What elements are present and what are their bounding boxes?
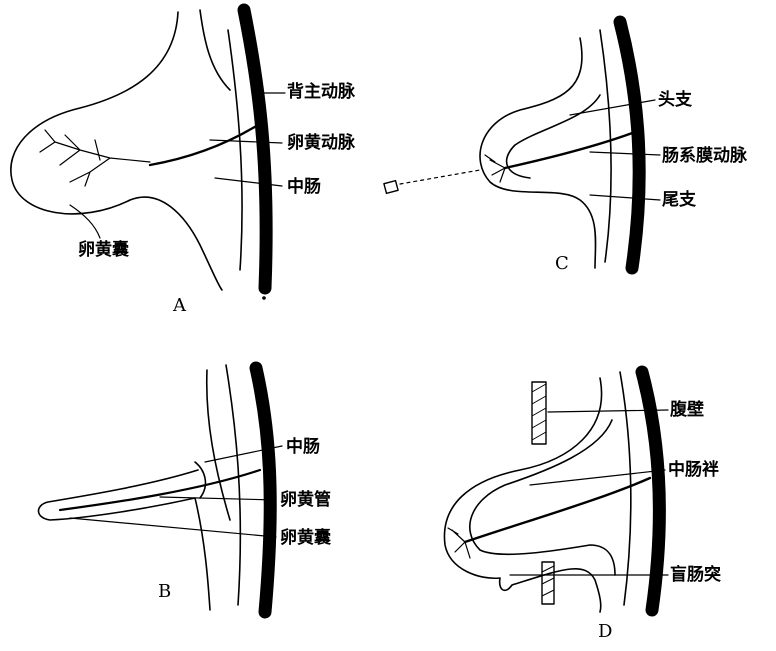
panel-c-small-box — [384, 181, 398, 194]
label-midgut-loop: 中肠袢 — [668, 460, 719, 480]
panel-a-leader-vitelline — [210, 140, 282, 143]
panel-d-lower-wall-hatch — [542, 566, 554, 596]
panel-letter-a: A — [173, 296, 186, 316]
speck — [263, 297, 265, 299]
panel-b-inner-wall-1 — [226, 365, 240, 605]
panel-a-leader-midgut — [215, 178, 282, 186]
label-abdominal-wall: 腹壁 — [670, 400, 704, 420]
panel-c-dorsal-wall — [620, 22, 639, 268]
panel-a-inner-wall-1 — [228, 30, 242, 270]
panel-b-leader-yolksac — [70, 518, 276, 537]
panel-letter-d: D — [598, 622, 612, 642]
panel-a-inner-wall-2 — [200, 10, 230, 90]
panel-letter-c: C — [555, 254, 569, 274]
panel-a-drawing — [11, 10, 285, 290]
panel-a-vessel-branches — [40, 130, 150, 186]
panel-b-inner-wall-2 — [207, 370, 230, 520]
label-cranial-limb: 头支 — [658, 90, 692, 110]
label-midgut-b: 中肠 — [286, 437, 320, 457]
panel-b-leader-duct — [160, 497, 276, 500]
panel-a-midgut-line — [150, 125, 258, 165]
panel-a-dorsal-wall — [244, 10, 266, 288]
panel-d-drawing — [444, 372, 668, 612]
panel-b-dorsal-wall — [256, 368, 270, 612]
panel-c-artery — [505, 132, 635, 168]
label-vitelline-artery: 卵黄动脉 — [287, 133, 355, 153]
panel-d-abdominal-wall-hatch — [532, 384, 546, 440]
panel-d-leader-loop — [530, 470, 665, 485]
label-yolk-sac-a: 卵黄囊 — [78, 240, 129, 260]
label-midgut-a: 中肠 — [287, 177, 321, 197]
panel-c-dotted-line — [400, 170, 480, 184]
panel-b-drawing — [38, 365, 282, 612]
panel-b-yolk-stalk-outline — [38, 470, 210, 610]
panel-d-inner-loop — [470, 420, 615, 575]
panel-b-duct-line — [60, 470, 260, 510]
label-yolk-sac-b: 卵黄囊 — [280, 528, 331, 548]
label-vitelline-duct: 卵黄管 — [280, 490, 331, 510]
panel-c-leader-artery — [590, 152, 660, 155]
label-cecal-bud: 盲肠突 — [670, 565, 721, 585]
panel-c-vessel-branch — [485, 155, 505, 182]
panel-d-dorsal-wall — [642, 372, 659, 610]
label-dorsal-aorta: 背主动脉 — [287, 82, 355, 102]
panel-c-loop-outline — [480, 38, 596, 268]
panel-c-drawing — [384, 22, 660, 268]
panel-c-leader-caudal — [590, 195, 660, 200]
label-mesenteric-artery: 肠系膜动脉 — [662, 146, 747, 166]
label-caudal-limb: 尾支 — [662, 190, 696, 210]
panel-a-leader-yolksac — [70, 205, 100, 238]
panel-c-inner-wall — [600, 30, 611, 262]
panel-b-gut-loop — [195, 462, 205, 498]
panel-d-artery — [465, 478, 650, 542]
panel-d-vessel-branch — [448, 528, 470, 558]
panel-letter-b: B — [158, 582, 171, 602]
panel-d-loop-outline — [444, 378, 601, 612]
